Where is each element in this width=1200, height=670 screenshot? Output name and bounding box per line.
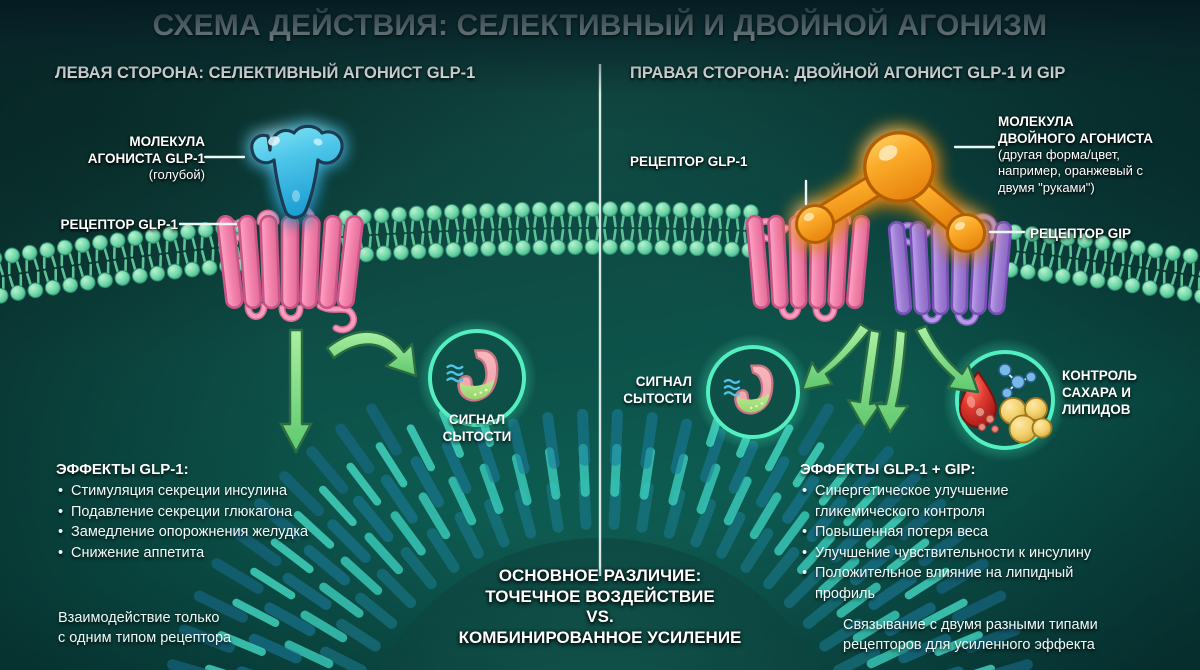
phospholipid-pair: [584, 201, 601, 255]
decorative-dash: [336, 618, 381, 652]
effect-item: Повышенная потеря веса: [802, 522, 1091, 543]
label-satiety-right: СИГНАЛ СЫТОСТИ: [623, 374, 692, 406]
decorative-dash: [306, 446, 349, 494]
subtitle-left: ЛЕВАЯ СТОРОНА: СЕЛЕКТИВНЫЙ АГОНИСТ GLP-1: [55, 64, 476, 82]
phospholipid-pair: [654, 201, 671, 256]
decorative-dash: [798, 403, 834, 456]
glp1-agonist-molecule: [250, 124, 344, 220]
phospholipid-pair: [443, 204, 462, 258]
decorative-dash: [353, 495, 394, 543]
decorative-dash: [327, 519, 371, 563]
phospholipid-pair: [180, 223, 200, 278]
decorative-dash: [303, 545, 351, 586]
phospholipid-pair: [619, 201, 636, 256]
decorative-dash: [609, 408, 623, 466]
transmembrane-helix: [299, 214, 321, 310]
phospholipid-pair: [144, 227, 166, 282]
effects-list-left: Стимуляция секреции инсулинаПодавление с…: [58, 481, 308, 563]
label-dual-agonist: МОЛЕКУЛА ДВОЙНОГО АГОНИСТА (другая форма…: [998, 114, 1153, 195]
sugar-lipid-control-icon: [943, 338, 1067, 462]
glp1-receptor-left: [216, 206, 364, 334]
decorative-dash: [211, 558, 264, 594]
effect-item: Замедление опорожнения желудка: [58, 522, 308, 543]
transmembrane-helix: [280, 214, 300, 310]
label-glp1-agonist: МОЛЕКУЛА АГОНИСТА GLP-1 (голубой): [87, 134, 205, 182]
decorative-dash: [366, 403, 402, 456]
label-sugar-lipid-control: КОНТРОЛЬ САХАРА И ЛИПИДОВ: [1062, 368, 1137, 417]
phospholipid-pair: [531, 201, 549, 256]
decorative-dash: [346, 462, 382, 506]
note-right: Связывание с двумя разными типами рецепт…: [843, 617, 1098, 654]
phospholipid-pair: [514, 201, 531, 256]
transmembrane-helix: [845, 214, 871, 310]
effect-item: Улучшение чувствительности к инсулину: [802, 543, 1091, 564]
effects-list-right: Синергетическое улучшениегликемического …: [802, 481, 1091, 604]
phospholipid-pair: [127, 230, 148, 284]
effect-item: Синергетическое улучшениегликемического …: [802, 481, 1091, 522]
transmembrane-helix: [909, 220, 931, 316]
phospholipid-pair: [426, 204, 444, 259]
label-satiety-left: СИГНАЛ СЫТОСТИ: [442, 412, 512, 444]
effect-item: Снижение аппетита: [58, 543, 308, 564]
phospholipid-pair: [479, 202, 496, 257]
label-glp1-receptor-right: РЕЦЕПТОР GLP-1: [630, 154, 748, 169]
decorative-dash: [364, 532, 404, 575]
decorative-dash: [577, 408, 591, 466]
phospholipid-pair: [671, 201, 689, 256]
phospholipid-pair: [197, 222, 218, 276]
decorative-dash: [335, 423, 375, 474]
subtitle-right: ПРАВАЯ СТОРОНА: ДВОЙНОЙ АГОНИСТ GLP-1 И …: [630, 64, 1066, 82]
transmembrane-helix: [259, 214, 281, 310]
phospholipid-pair: [408, 205, 427, 260]
effect-item: Подавление секреции глюкагона: [58, 502, 308, 523]
decorative-dash: [640, 412, 658, 469]
effect-item-continuation: профиль: [815, 585, 876, 602]
label-gip-receptor: РЕЦЕПТОР GIP: [1030, 226, 1131, 241]
transmembrane-helix: [745, 214, 771, 310]
decorative-dash: [740, 528, 774, 573]
effects-heading-right: ЭФФЕКТЫ GLP-1 + GIP:: [800, 461, 976, 478]
note-left: Взаимодействие только с одним типом реце…: [58, 610, 232, 647]
phospholipid-pair: [549, 201, 566, 256]
phospholipid-pair: [162, 225, 183, 280]
center-callout: ОСНОВНОЕ РАЗЛИЧИЕ: ТОЧЕЧНОЕ ВОЗДЕЙСТВИЕ …: [458, 566, 742, 648]
phospholipid-pair: [636, 201, 654, 256]
phospholipid-pair: [706, 202, 724, 257]
transmembrane-helix: [887, 220, 913, 316]
effects-heading-left: ЭФФЕКТЫ GLP-1:: [56, 461, 189, 478]
transmembrane-helix: [930, 220, 950, 316]
phospholipid-pair: [723, 203, 742, 258]
effect-item-continuation: гликемического контроля: [815, 503, 986, 520]
label-glp1-receptor-left: РЕЦЕПТОР GLP-1: [60, 217, 179, 232]
decorative-dash: [340, 556, 383, 596]
phospholipid-pair: [496, 202, 514, 257]
effect-item: Стимуляция секреции инсулина: [58, 481, 308, 502]
phospholipid-pair: [373, 207, 392, 262]
decorative-dash: [380, 474, 418, 524]
phospholipid-pair: [689, 202, 706, 257]
decorative-dash: [426, 528, 460, 573]
decorative-dash: [282, 572, 332, 610]
satiety-signal-icon-right: [695, 334, 811, 450]
phospholipid-pair: [566, 201, 584, 255]
phospholipid-pair: [391, 206, 409, 261]
page-title: СХЕМА ДЕЙСТВИЯ: СЕЛЕКТИВНЫЙ И ДВОЙНОЙ АГ…: [152, 9, 1048, 42]
transmembrane-helix: [767, 214, 789, 310]
decorative-dash: [319, 485, 357, 527]
phospholipid-pair: [461, 203, 479, 258]
phospholipid-pair: [602, 201, 618, 255]
